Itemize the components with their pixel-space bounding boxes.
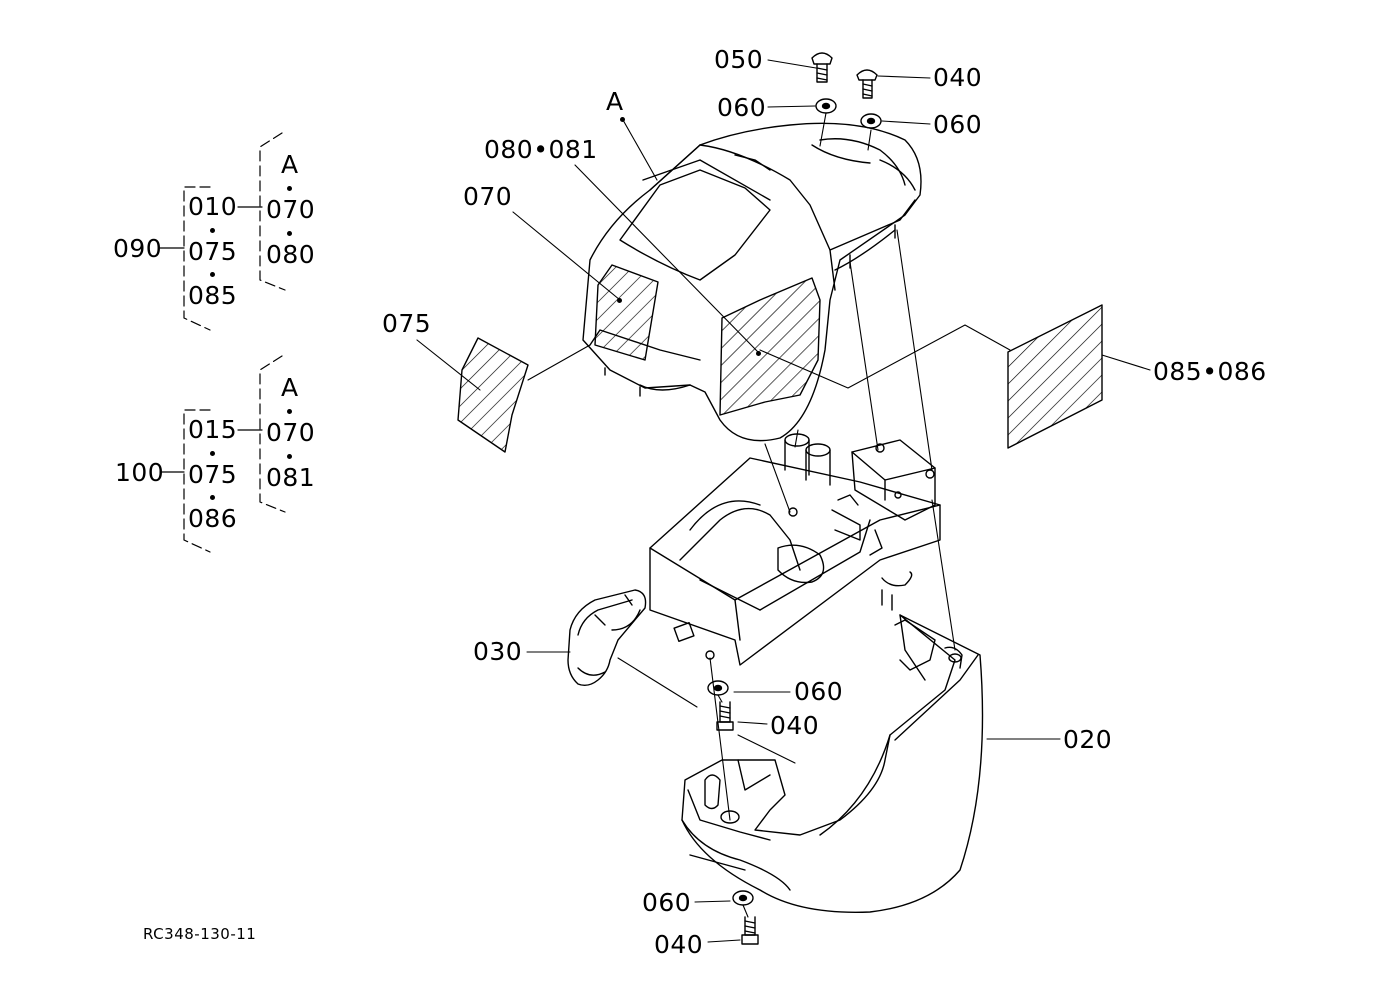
assembly-sub-part: 070 (266, 195, 316, 224)
decal-085-086 (1008, 305, 1102, 448)
fastener-050 (812, 53, 832, 82)
separator-dot (287, 231, 292, 236)
assembly-bracket-090 (160, 133, 285, 330)
separator-dot (210, 451, 215, 456)
assembly-part: 075 (188, 237, 238, 266)
separator-dot (287, 186, 292, 191)
assembly-bracket-100 (160, 356, 285, 552)
fastener-040-bottom (742, 917, 758, 944)
assembly-sub-part: 081 (266, 463, 316, 492)
frame-bracket (650, 434, 940, 665)
marker-dot-070 (617, 298, 622, 303)
assembly-part: 075 (188, 460, 238, 489)
callout-060-top-left: 060 (717, 93, 767, 122)
drawing-id: RC348-130-11 (143, 925, 257, 943)
separator-dot (210, 495, 215, 500)
callout-020: 020 (1063, 725, 1113, 754)
assembly-part: 085 (188, 281, 238, 310)
callout-075: 075 (382, 309, 432, 338)
callout-040-mid: 040 (770, 711, 820, 740)
separator-dot (287, 409, 292, 414)
assembly-sub-a: A (281, 373, 299, 402)
assembly-sub-part: 080 (266, 240, 316, 269)
assembly-parent: 090 (113, 234, 163, 263)
marker-a: A (606, 87, 624, 116)
assembly-sub-a: A (281, 150, 299, 179)
marker-dot-080-081 (756, 351, 761, 356)
leader-lines (417, 60, 1150, 942)
lower-cover (682, 615, 983, 912)
assembly-sub-part: 070 (266, 418, 316, 447)
assembly-part: 010 (188, 192, 238, 221)
assembly-parent: 100 (115, 458, 165, 487)
washer-060-top-right (861, 114, 881, 128)
fastener-040-top (857, 70, 877, 98)
marker-dot-a (620, 117, 625, 122)
callout-050: 050 (714, 45, 764, 74)
decal-070-left (595, 265, 658, 360)
assembly-part: 086 (188, 504, 238, 533)
callout-040-top: 040 (933, 63, 983, 92)
callout-060-bottom: 060 (642, 888, 692, 917)
callout-085-086: 085•086 (1153, 357, 1267, 386)
separator-dot (287, 454, 292, 459)
callout-030: 030 (473, 637, 523, 666)
callout-070: 070 (463, 182, 513, 211)
side-cover (568, 590, 646, 685)
callout-060-mid: 060 (794, 677, 844, 706)
assembly-part: 015 (188, 415, 238, 444)
decal-075 (458, 338, 528, 452)
separator-dot (210, 272, 215, 277)
decal-080-081 (720, 278, 820, 415)
callout-040-bottom: 040 (654, 930, 704, 959)
callout-080-081: 080•081 (484, 135, 598, 164)
separator-dot (210, 228, 215, 233)
callout-060-top-right: 060 (933, 110, 983, 139)
fastener-040-mid (717, 702, 733, 730)
